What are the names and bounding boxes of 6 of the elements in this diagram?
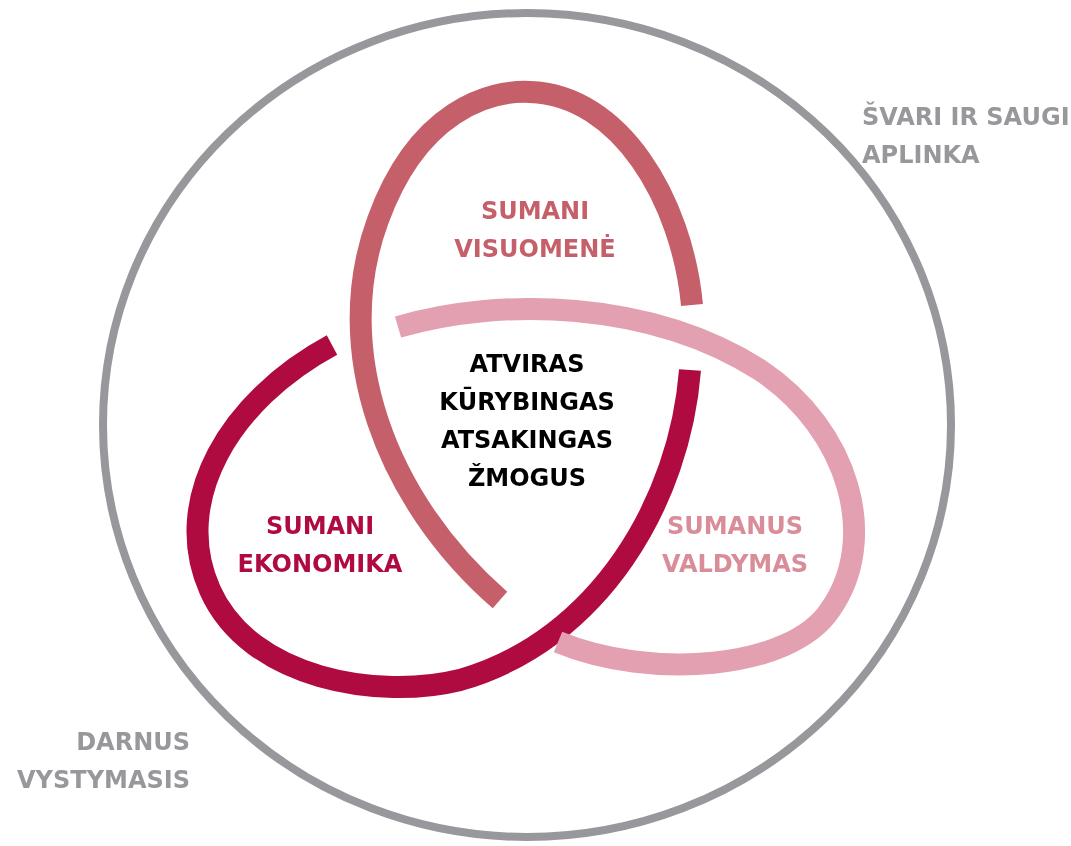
section-title: SUMANUS VALDYMAS — [660, 511, 810, 580]
center-text: ATVIRAS KŪRYBINGAS ATSAKINGAS ŽMOGUS — [438, 349, 616, 494]
section-title: DARNUS VYSTYMASIS — [16, 727, 190, 796]
section-title: ŠVARI IR SAUGI APLINKA — [862, 100, 1071, 171]
section-title: SUMANI EKONOMIKA — [236, 511, 404, 580]
section-title: SUMANI VISUOMENĖ — [453, 196, 617, 265]
